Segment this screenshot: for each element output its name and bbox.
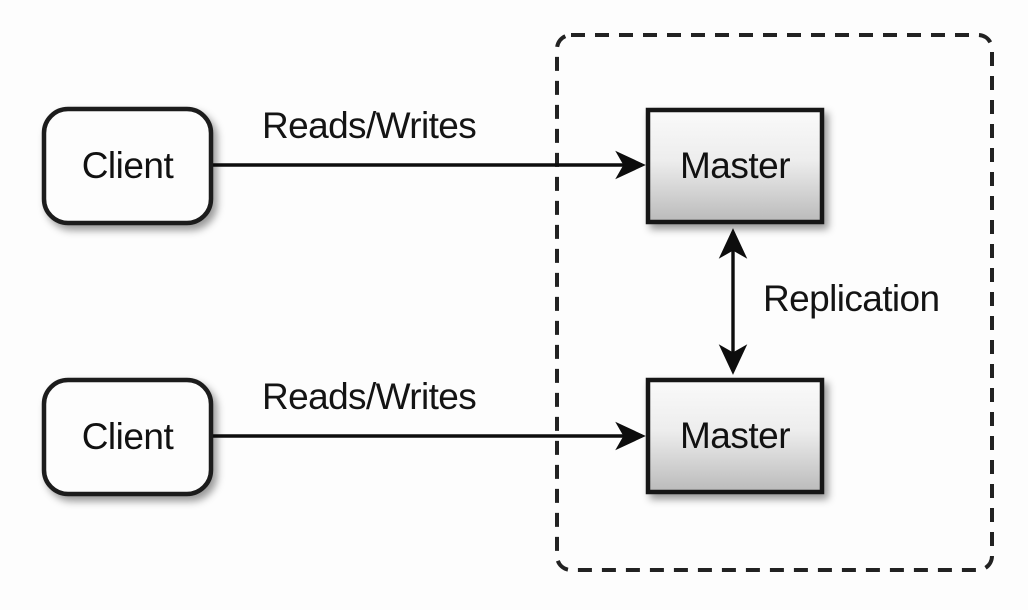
node-client-top[interactable]	[41, 106, 214, 226]
replication-cluster-boundary	[555, 33, 994, 572]
edge-label-reads-writes-top: Reads/Writes	[262, 105, 477, 146]
node-master-top[interactable]	[645, 107, 825, 225]
edge-label-reads-writes-bottom: Reads/Writes	[262, 376, 477, 417]
node-master-bottom[interactable]	[645, 377, 825, 495]
node-client-bottom[interactable]	[41, 377, 214, 497]
edge-label-replication: Replication	[763, 278, 940, 319]
